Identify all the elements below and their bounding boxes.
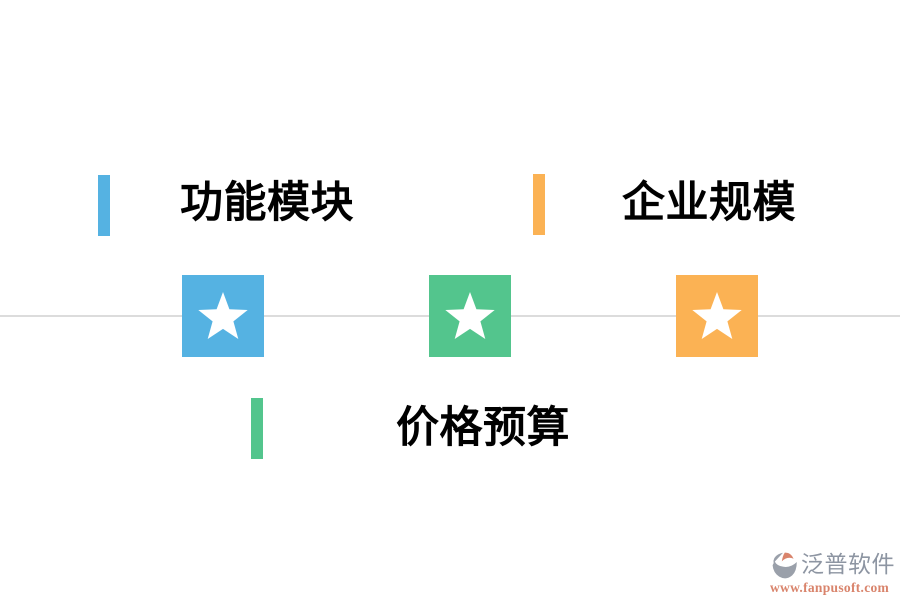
heading-function-modules: 功能模块	[180, 179, 354, 227]
accent-bar-green	[251, 398, 263, 459]
heading-price-budget: 价格预算	[396, 404, 570, 452]
accent-bar-orange	[533, 174, 545, 235]
star-tile-blue	[182, 275, 264, 357]
star-tile-orange	[676, 275, 758, 357]
star-icon	[445, 292, 495, 339]
star-tile-green	[429, 275, 511, 357]
brand-watermark: 泛普软件 www.fanpusoft.com	[770, 550, 900, 595]
fanpu-logo-icon	[772, 552, 797, 579]
brand-url: www.fanpusoft.com	[770, 580, 890, 595]
accent-bar-blue	[98, 175, 110, 236]
star-icon	[198, 292, 248, 339]
brand-name: 泛普软件	[801, 551, 895, 577]
star-icon	[692, 292, 742, 339]
heading-enterprise-scale: 企业规模	[622, 179, 796, 227]
